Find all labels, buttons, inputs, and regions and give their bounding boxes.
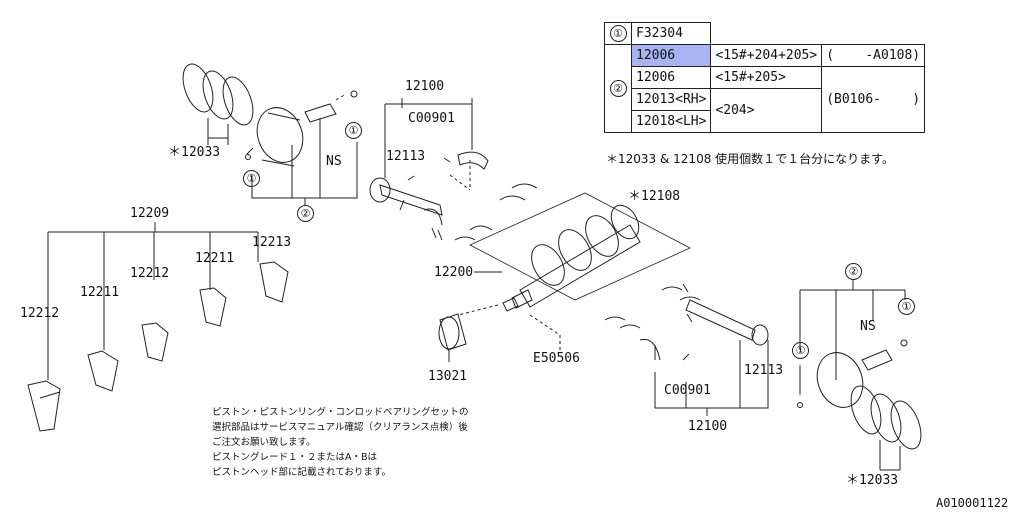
parts-table: ① F32304 ② 12006 <15#+204+205> ( -A0108)… xyxy=(604,22,926,133)
table-cell-part[interactable]: 12006 xyxy=(630,66,712,89)
crankshaft xyxy=(457,192,691,350)
table-cell-range: (B0106- ) xyxy=(821,66,926,133)
table-cell-spec: <15#+204+205> xyxy=(710,44,823,67)
table-row: ② 12006 <15#+204+205> ( -A0108) xyxy=(604,44,926,133)
part-label-12100-top[interactable]: 12100 xyxy=(405,79,445,94)
table-cell-part-highlighted[interactable]: 12006 xyxy=(630,44,712,67)
part-label-12108[interactable]: ＊12108 xyxy=(628,189,681,204)
conrod-top xyxy=(369,98,538,241)
ns-label-top: NS xyxy=(326,154,342,169)
table-cell-part[interactable]: 12013<RH> xyxy=(630,88,712,111)
piston-top xyxy=(245,90,358,206)
note-line: ピストン・ピストンリング・コンロッドベアリングセットの xyxy=(212,407,469,418)
circle-1-bottom-right: ① xyxy=(898,298,915,315)
part-label-12200[interactable]: 12200 xyxy=(434,265,474,280)
ns-label-bottom: NS xyxy=(860,319,876,334)
circle-2-bottom: ② xyxy=(845,263,862,280)
part-label-e50506[interactable]: E50506 xyxy=(533,351,580,366)
part-label-12113-top[interactable]: 12113 xyxy=(386,149,426,164)
row-number: ② xyxy=(609,80,627,97)
note-line: ピストングレード１・２またはA・Bは xyxy=(212,452,378,463)
table-row: 12018<LH> xyxy=(605,110,925,133)
piston-rings-top xyxy=(182,63,254,145)
part-label-12212-a[interactable]: 12212 xyxy=(20,306,60,321)
circle-1-bottom-left: ① xyxy=(792,342,809,359)
table-cell-part[interactable]: 12018<LH> xyxy=(630,110,712,133)
table-cell-spec: <204> xyxy=(710,88,823,133)
part-label-12209[interactable]: 12209 xyxy=(130,206,170,221)
table-cell-range: ( -A0108) xyxy=(821,44,926,67)
part-label-12100-bottom[interactable]: 12100 xyxy=(688,419,728,434)
table-cell-spec: <15#+205> xyxy=(710,66,823,89)
main-bearing-tree xyxy=(27,222,289,432)
table-cell-part[interactable]: F32304 xyxy=(630,22,712,45)
bearings-right xyxy=(604,286,701,361)
part-label-13021[interactable]: 13021 xyxy=(428,369,468,384)
table-row: ① F32304 xyxy=(604,22,925,45)
reference-code: A010001122 xyxy=(936,496,1009,510)
conrod-bottom xyxy=(654,283,769,416)
part-label-12033-bottom[interactable]: ＊12033 xyxy=(846,473,899,488)
table-cell-num: ① xyxy=(604,22,632,45)
part-label-12211-b[interactable]: 12211 xyxy=(195,251,235,266)
circle-1-top-left: ① xyxy=(243,170,260,187)
crank-pulley xyxy=(438,313,467,362)
piston-bottom xyxy=(797,280,908,408)
table-row: 12006 <15#+205> (B0106- ) xyxy=(605,66,926,133)
note-line: 選択部品はサービスマニュアル確認（クリアランス点検）後 xyxy=(212,422,468,433)
table-cell-num: ② xyxy=(604,44,632,133)
part-label-12033-top[interactable]: ＊12033 xyxy=(168,145,221,160)
part-label-c00901-bottom[interactable]: C00901 xyxy=(664,383,711,398)
part-label-12113-bottom[interactable]: 12113 xyxy=(744,363,784,378)
circle-1-top-right: ① xyxy=(345,122,362,139)
note-line: ご注文お願い致します。 xyxy=(212,437,316,448)
selection-note: ピストン・ピストンリング・コンロッドベアリングセットの 選択部品はサービスマニュ… xyxy=(212,405,469,480)
part-label-12213[interactable]: 12213 xyxy=(252,235,292,250)
row-number: ① xyxy=(609,25,627,42)
piston-rings-bottom xyxy=(850,385,922,471)
part-label-12211-a[interactable]: 12211 xyxy=(80,285,120,300)
part-label-c00901-top[interactable]: C00901 xyxy=(408,111,455,126)
table-note: ＊12033 & 12108 使用個数１で１台分になります。 xyxy=(606,152,894,166)
part-label-12212-b[interactable]: 12212 xyxy=(130,266,170,281)
note-line: ピストンヘッド部に記載されております。 xyxy=(212,467,391,478)
circle-2-top: ② xyxy=(297,205,314,222)
